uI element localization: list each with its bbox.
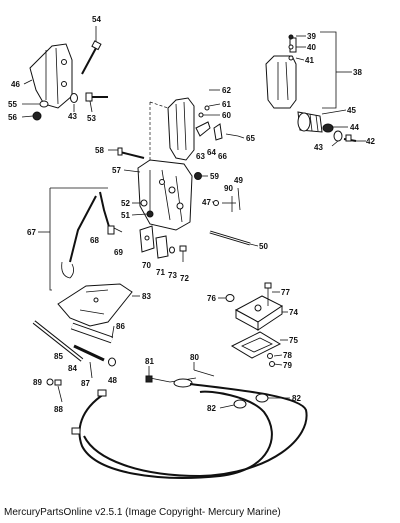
callout-69: 69 bbox=[114, 248, 123, 257]
callout-80: 80 bbox=[190, 353, 199, 362]
callout-81: 81 bbox=[145, 357, 154, 366]
screw-77 bbox=[264, 282, 272, 306]
sleeve-86 bbox=[70, 322, 114, 344]
callout-76: 76 bbox=[207, 294, 216, 303]
pin-87 bbox=[89, 361, 93, 379]
bracket-38-line bbox=[320, 31, 337, 109]
callout-67: 67 bbox=[27, 228, 36, 237]
callout-56: 56 bbox=[8, 113, 17, 122]
callout-58: 58 bbox=[95, 146, 104, 155]
callout-90: 90 bbox=[224, 184, 233, 193]
nut-59 bbox=[194, 172, 202, 180]
block-74 bbox=[234, 295, 283, 331]
callout-77: 77 bbox=[281, 288, 290, 297]
callout-79: 79 bbox=[283, 361, 292, 370]
callout-43-right: 43 bbox=[314, 143, 323, 152]
copyright-footer: MercuryPartsOnline v2.5.1 (Image Copyrig… bbox=[4, 507, 281, 518]
callout-88: 88 bbox=[54, 405, 63, 414]
callout-87: 87 bbox=[81, 379, 90, 388]
callout-89: 89 bbox=[33, 378, 42, 387]
washer-52 bbox=[140, 199, 148, 207]
callout-52: 52 bbox=[121, 199, 130, 208]
washers-78-79 bbox=[267, 353, 275, 367]
bolt-54 bbox=[81, 40, 102, 75]
callout-84: 84 bbox=[68, 364, 77, 373]
callout-38: 38 bbox=[353, 68, 362, 77]
washer-73 bbox=[169, 246, 175, 254]
callout-53: 53 bbox=[87, 114, 96, 123]
callout-82-left: 82 bbox=[207, 404, 216, 413]
callout-42: 42 bbox=[366, 137, 375, 146]
callout-64: 64 bbox=[207, 148, 216, 157]
callout-45: 45 bbox=[347, 106, 356, 115]
callout-73: 73 bbox=[168, 271, 177, 280]
callout-50: 50 bbox=[259, 242, 268, 251]
callout-40: 40 bbox=[307, 43, 316, 52]
bolt-58 bbox=[117, 147, 145, 159]
callout-39: 39 bbox=[307, 32, 316, 41]
bushing-48 bbox=[108, 357, 116, 367]
plate-70 bbox=[139, 225, 155, 253]
callout-43-left: 43 bbox=[68, 112, 77, 121]
bolt-53 bbox=[85, 92, 108, 102]
callout-85: 85 bbox=[54, 352, 63, 361]
rod-85 bbox=[32, 320, 84, 362]
callout-54: 54 bbox=[92, 15, 101, 24]
grip-45 bbox=[297, 111, 323, 133]
control-housing bbox=[137, 159, 193, 231]
callout-82-right: 82 bbox=[292, 394, 301, 403]
callout-46: 46 bbox=[11, 80, 20, 89]
link-assembly bbox=[49, 187, 123, 291]
callout-78: 78 bbox=[283, 351, 292, 360]
callout-63: 63 bbox=[196, 152, 205, 161]
callout-49: 49 bbox=[234, 176, 243, 185]
callout-60: 60 bbox=[222, 111, 231, 120]
handle-assembly bbox=[265, 34, 297, 109]
screws-47-90 bbox=[213, 187, 241, 212]
plate-71 bbox=[155, 235, 169, 259]
washer-89 bbox=[46, 378, 54, 386]
gasket-75 bbox=[230, 331, 282, 359]
rod-84 bbox=[73, 344, 105, 362]
bushing-44 bbox=[322, 123, 334, 133]
callout-66: 66 bbox=[218, 152, 227, 161]
bracket-83 bbox=[57, 283, 133, 327]
callout-44: 44 bbox=[350, 123, 359, 132]
callout-48: 48 bbox=[108, 376, 117, 385]
callout-86: 86 bbox=[116, 322, 125, 331]
washer-43-left bbox=[70, 93, 78, 103]
washer-43-right bbox=[333, 130, 343, 142]
callout-75: 75 bbox=[289, 336, 298, 345]
callout-51: 51 bbox=[121, 211, 130, 220]
callout-59: 59 bbox=[210, 172, 219, 181]
nut-56 bbox=[32, 111, 42, 121]
callout-57: 57 bbox=[112, 166, 121, 175]
callout-72: 72 bbox=[180, 274, 189, 283]
callout-labels: 54 46 55 56 43 53 39 40 41 38 45 44 43 4… bbox=[8, 15, 375, 414]
callout-55: 55 bbox=[8, 100, 17, 109]
nut-51 bbox=[146, 210, 154, 218]
callout-70: 70 bbox=[142, 261, 151, 270]
leader-lines bbox=[21, 26, 366, 409]
callout-83: 83 bbox=[142, 292, 151, 301]
washer-55 bbox=[39, 100, 49, 108]
screw-42 bbox=[343, 134, 357, 142]
control-lever bbox=[149, 97, 239, 172]
callout-74: 74 bbox=[289, 308, 298, 317]
nut-76 bbox=[225, 294, 235, 302]
screw-72 bbox=[179, 245, 187, 262]
mount-bracket bbox=[29, 43, 73, 109]
callout-71: 71 bbox=[156, 268, 165, 277]
callout-61: 61 bbox=[222, 100, 231, 109]
callout-68: 68 bbox=[90, 236, 99, 245]
callout-62: 62 bbox=[222, 86, 231, 95]
callout-47: 47 bbox=[202, 198, 211, 207]
callout-65: 65 bbox=[246, 134, 255, 143]
screw-88 bbox=[54, 379, 63, 403]
callout-41: 41 bbox=[305, 56, 314, 65]
cable-harness bbox=[71, 369, 308, 479]
rod-50 bbox=[209, 230, 251, 246]
